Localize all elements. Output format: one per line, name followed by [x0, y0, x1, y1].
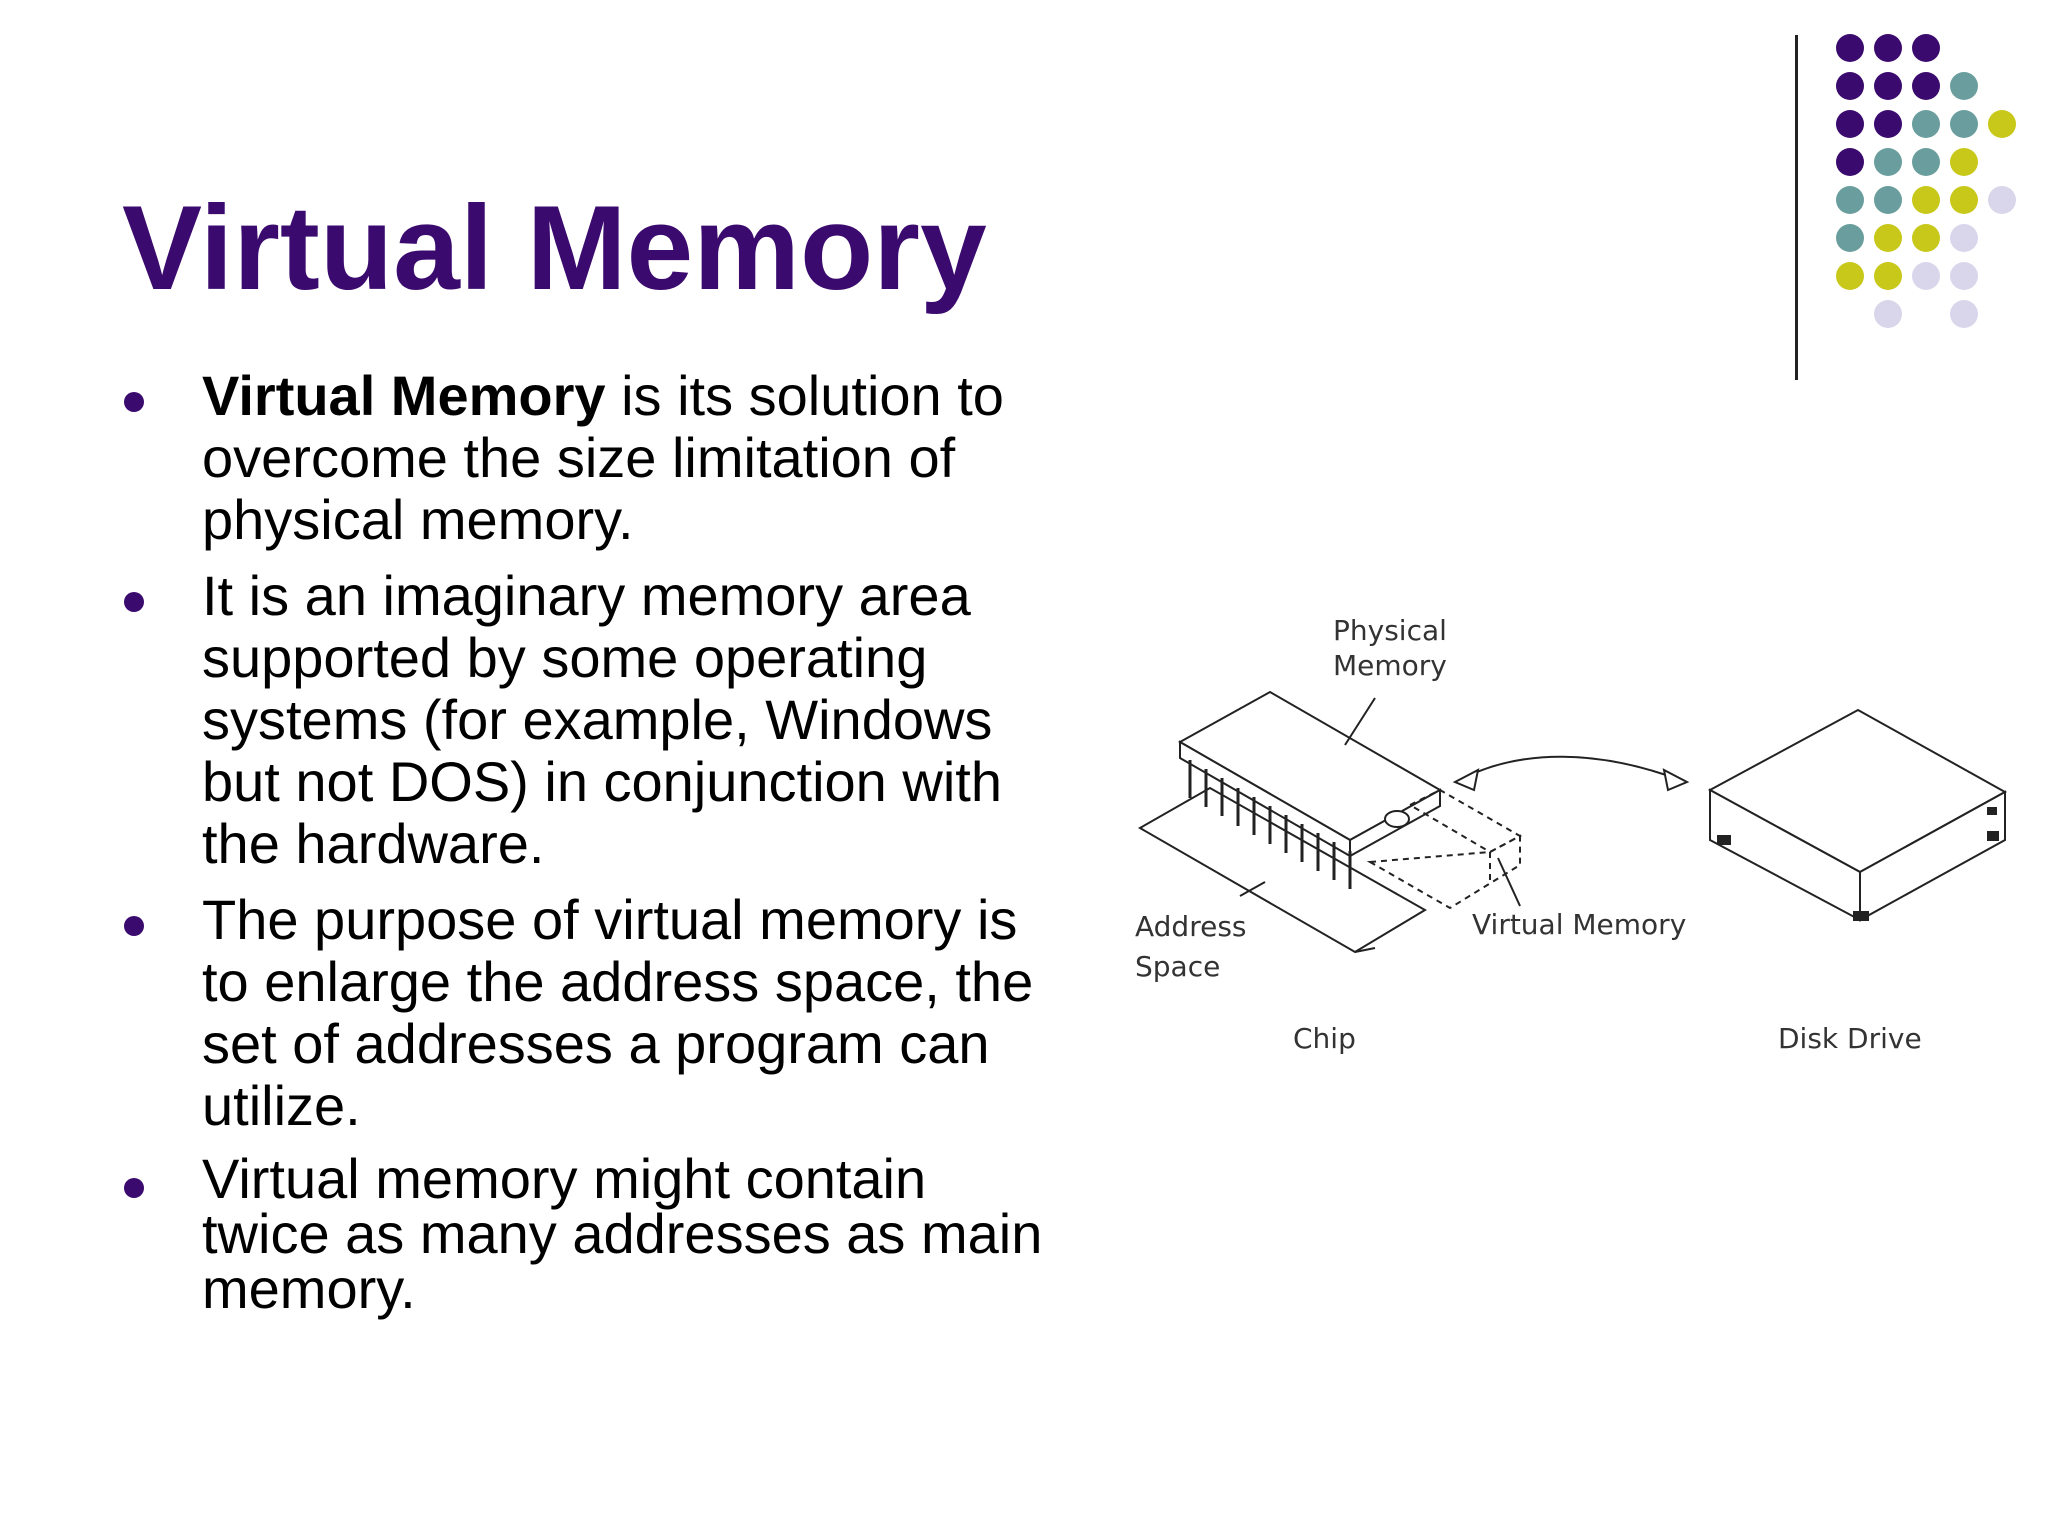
- decorative-dot: [1950, 148, 1978, 176]
- label-disk-drive: Disk Drive: [1778, 1022, 1922, 1055]
- decorative-dot: [1874, 186, 1902, 214]
- bullet-list: Virtual Memory is its solution to overco…: [122, 365, 1062, 1330]
- decorative-dot: [1836, 262, 1864, 290]
- bullet-dot-icon: [124, 592, 144, 612]
- label-address-space-1: Address: [1135, 910, 1247, 943]
- decorative-dot: [1950, 224, 1978, 252]
- decorative-dot: [1874, 262, 1902, 290]
- decorative-dot: [1836, 34, 1864, 62]
- decorative-dot: [1950, 72, 1978, 100]
- label-virtual-memory: Virtual Memory: [1472, 908, 1686, 941]
- bullet-dot-icon: [124, 392, 144, 412]
- label-chip: Chip: [1293, 1022, 1356, 1055]
- label-physical-memory-1: Physical: [1333, 614, 1447, 647]
- decorative-dot: [1874, 34, 1902, 62]
- bullet-item: It is an imaginary memory area supported…: [122, 565, 1062, 875]
- decorative-dot: [1836, 186, 1864, 214]
- double-arrow-icon: [1452, 755, 1690, 792]
- virtual-memory-diagram: Physical Memory Address Space Virtual Me…: [1135, 614, 2008, 1055]
- bullet-bold-text: Virtual Memory: [202, 364, 606, 427]
- decorative-dot: [1836, 224, 1864, 252]
- decorative-dot: [1836, 72, 1864, 100]
- bullet-item: Virtual memory might contain twice as ma…: [122, 1151, 1062, 1317]
- bullet-dot-icon: [124, 916, 144, 936]
- disk-drive-icon: [1707, 708, 2008, 922]
- decorative-dot: [1950, 186, 1978, 214]
- decorative-dot: [1912, 186, 1940, 214]
- decorative-dot: [1950, 262, 1978, 290]
- decorative-dot: [1874, 110, 1902, 138]
- bullet-item: The purpose of virtual memory is to enla…: [122, 889, 1062, 1137]
- decorative-dot-grid: [1836, 34, 2016, 328]
- decorative-dot: [1874, 300, 1902, 328]
- bullet-dot-icon: [124, 1178, 144, 1198]
- decorative-dot: [1912, 34, 1940, 62]
- decorative-dot: [1836, 148, 1864, 176]
- decorative-dot: [1950, 110, 1978, 138]
- decorative-dot: [1912, 224, 1940, 252]
- decorative-dot: [1912, 72, 1940, 100]
- bullet-text: The purpose of virtual memory is to enla…: [202, 888, 1034, 1137]
- bullet-text: It is an imaginary memory area supported…: [202, 564, 1002, 875]
- decorative-dot: [1836, 110, 1864, 138]
- label-address-space-2: Space: [1135, 950, 1220, 983]
- decorative-dot: [1950, 300, 1978, 328]
- decorative-dot: [1988, 110, 2016, 138]
- divider-line: [1795, 35, 1798, 380]
- chip-icon: [1137, 690, 1523, 954]
- bullet-text: is its solution to overcome the size lim…: [202, 364, 1004, 551]
- decorative-dot: [1988, 186, 2016, 214]
- decorative-dot: [1912, 262, 1940, 290]
- bullet-text: Virtual memory might contain twice as ma…: [202, 1147, 1043, 1320]
- decorative-dot: [1912, 148, 1940, 176]
- decorative-dot: [1874, 224, 1902, 252]
- decorative-dot: [1874, 148, 1902, 176]
- slide-title: Virtual Memory: [122, 181, 987, 315]
- decorative-dot: [1874, 72, 1902, 100]
- decorative-dot: [1912, 110, 1940, 138]
- label-physical-memory-2: Memory: [1333, 649, 1447, 682]
- bullet-item: Virtual Memory is its solution to overco…: [122, 365, 1062, 551]
